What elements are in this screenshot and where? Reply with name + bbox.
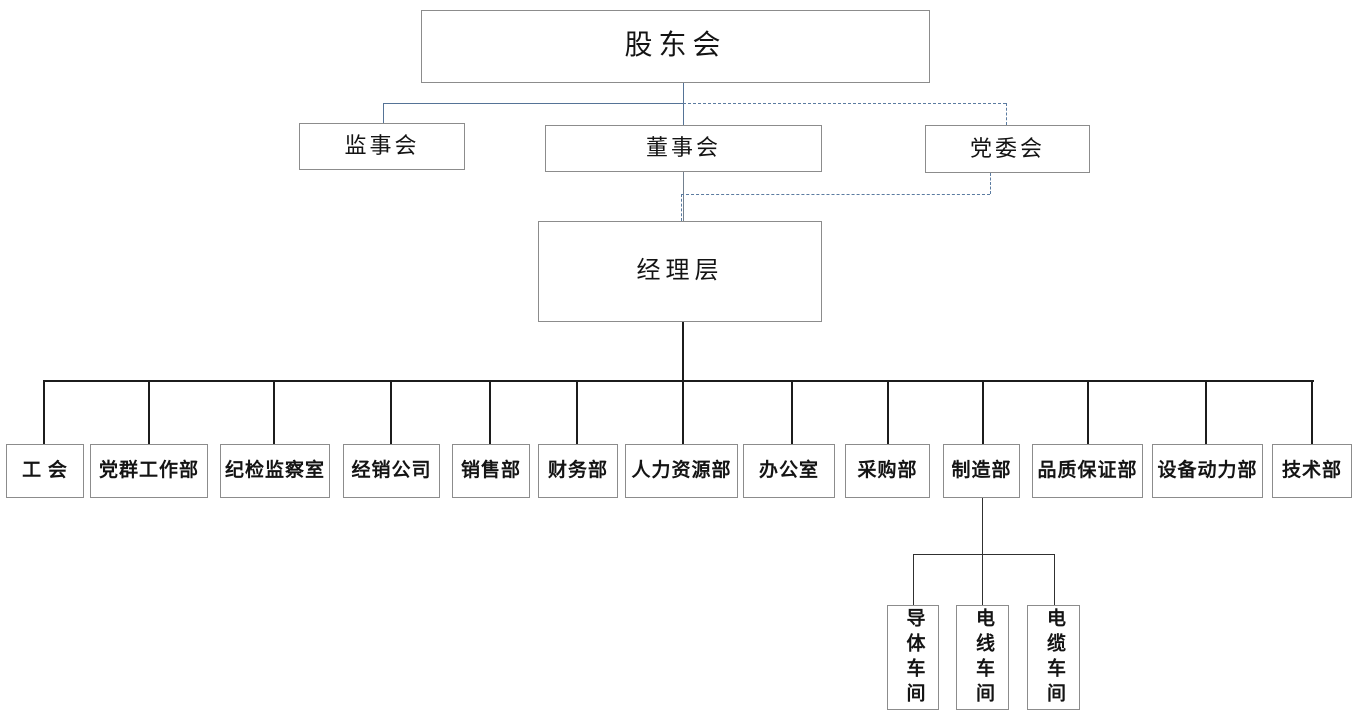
connector-drop-finance-dept bbox=[576, 380, 578, 444]
connector-drop-general-office bbox=[791, 380, 793, 444]
node-board-of-directors: 董事会 bbox=[545, 125, 822, 172]
connector-drop-wire-workshop bbox=[982, 554, 983, 605]
node-hr-dept: 人力资源部 bbox=[625, 444, 738, 498]
connector-workshops-bus bbox=[913, 554, 1055, 555]
node-labor-union: 工 会 bbox=[6, 444, 84, 498]
node-cable-workshop: 电缆车间 bbox=[1027, 605, 1080, 710]
connector-drop-sales-dept bbox=[489, 380, 491, 444]
node-shareholders-meeting: 股东会 bbox=[421, 10, 930, 83]
node-purchasing-dept: 采购部 bbox=[845, 444, 930, 498]
connector-party-drop-dashed bbox=[1006, 103, 1007, 125]
connector-departments-bus bbox=[43, 380, 1314, 382]
node-manufacturing-dept: 制造部 bbox=[943, 444, 1020, 498]
node-management-level: 经理层 bbox=[538, 221, 822, 322]
connector-drop-distribution-company bbox=[390, 380, 392, 444]
node-general-office: 办公室 bbox=[743, 444, 835, 498]
connector-drop-party-mass-work-dept bbox=[148, 380, 150, 444]
node-wire-workshop: 电线车间 bbox=[956, 605, 1009, 710]
connector-drop-discipline-inspection-office bbox=[273, 380, 275, 444]
connector-manufacturing-down bbox=[982, 498, 983, 554]
node-sales-dept: 销售部 bbox=[452, 444, 530, 498]
connector-drop-purchasing-dept bbox=[887, 380, 889, 444]
node-conductor-workshop: 导体车间 bbox=[887, 605, 939, 710]
connector-drop-quality-assurance-dept bbox=[1087, 380, 1089, 444]
connector-party-return-vertical-dashed bbox=[990, 173, 991, 194]
connector-party-management-dashed bbox=[681, 194, 682, 221]
node-quality-assurance-dept: 品质保证部 bbox=[1032, 444, 1143, 498]
connector-drop-equipment-power-dept bbox=[1205, 380, 1207, 444]
connector-shareholders-board bbox=[683, 83, 684, 125]
connector-management-trunk bbox=[682, 322, 684, 382]
connector-party-return-horizontal-dashed bbox=[681, 194, 990, 195]
node-discipline-inspection-office: 纪检监察室 bbox=[220, 444, 330, 498]
connector-drop-cable-workshop bbox=[1054, 554, 1055, 605]
node-party-committee: 党委会 bbox=[925, 125, 1090, 173]
connector-board-management bbox=[683, 172, 684, 221]
node-distribution-company: 经销公司 bbox=[343, 444, 440, 498]
connector-drop-hr-dept bbox=[682, 380, 684, 444]
connector-level2-left bbox=[383, 103, 683, 104]
connector-drop-manufacturing-dept bbox=[982, 380, 984, 444]
node-finance-dept: 财务部 bbox=[538, 444, 618, 498]
node-technology-dept: 技术部 bbox=[1272, 444, 1352, 498]
connector-supervisory-drop bbox=[383, 103, 384, 123]
node-supervisory-board: 监事会 bbox=[299, 123, 465, 170]
connector-drop-conductor-workshop bbox=[913, 554, 914, 605]
node-party-mass-work-dept: 党群工作部 bbox=[90, 444, 208, 498]
connector-level2-right-dashed bbox=[683, 103, 1006, 104]
node-equipment-power-dept: 设备动力部 bbox=[1152, 444, 1263, 498]
connector-drop-technology-dept bbox=[1311, 380, 1313, 444]
connector-drop-labor-union bbox=[43, 380, 45, 444]
